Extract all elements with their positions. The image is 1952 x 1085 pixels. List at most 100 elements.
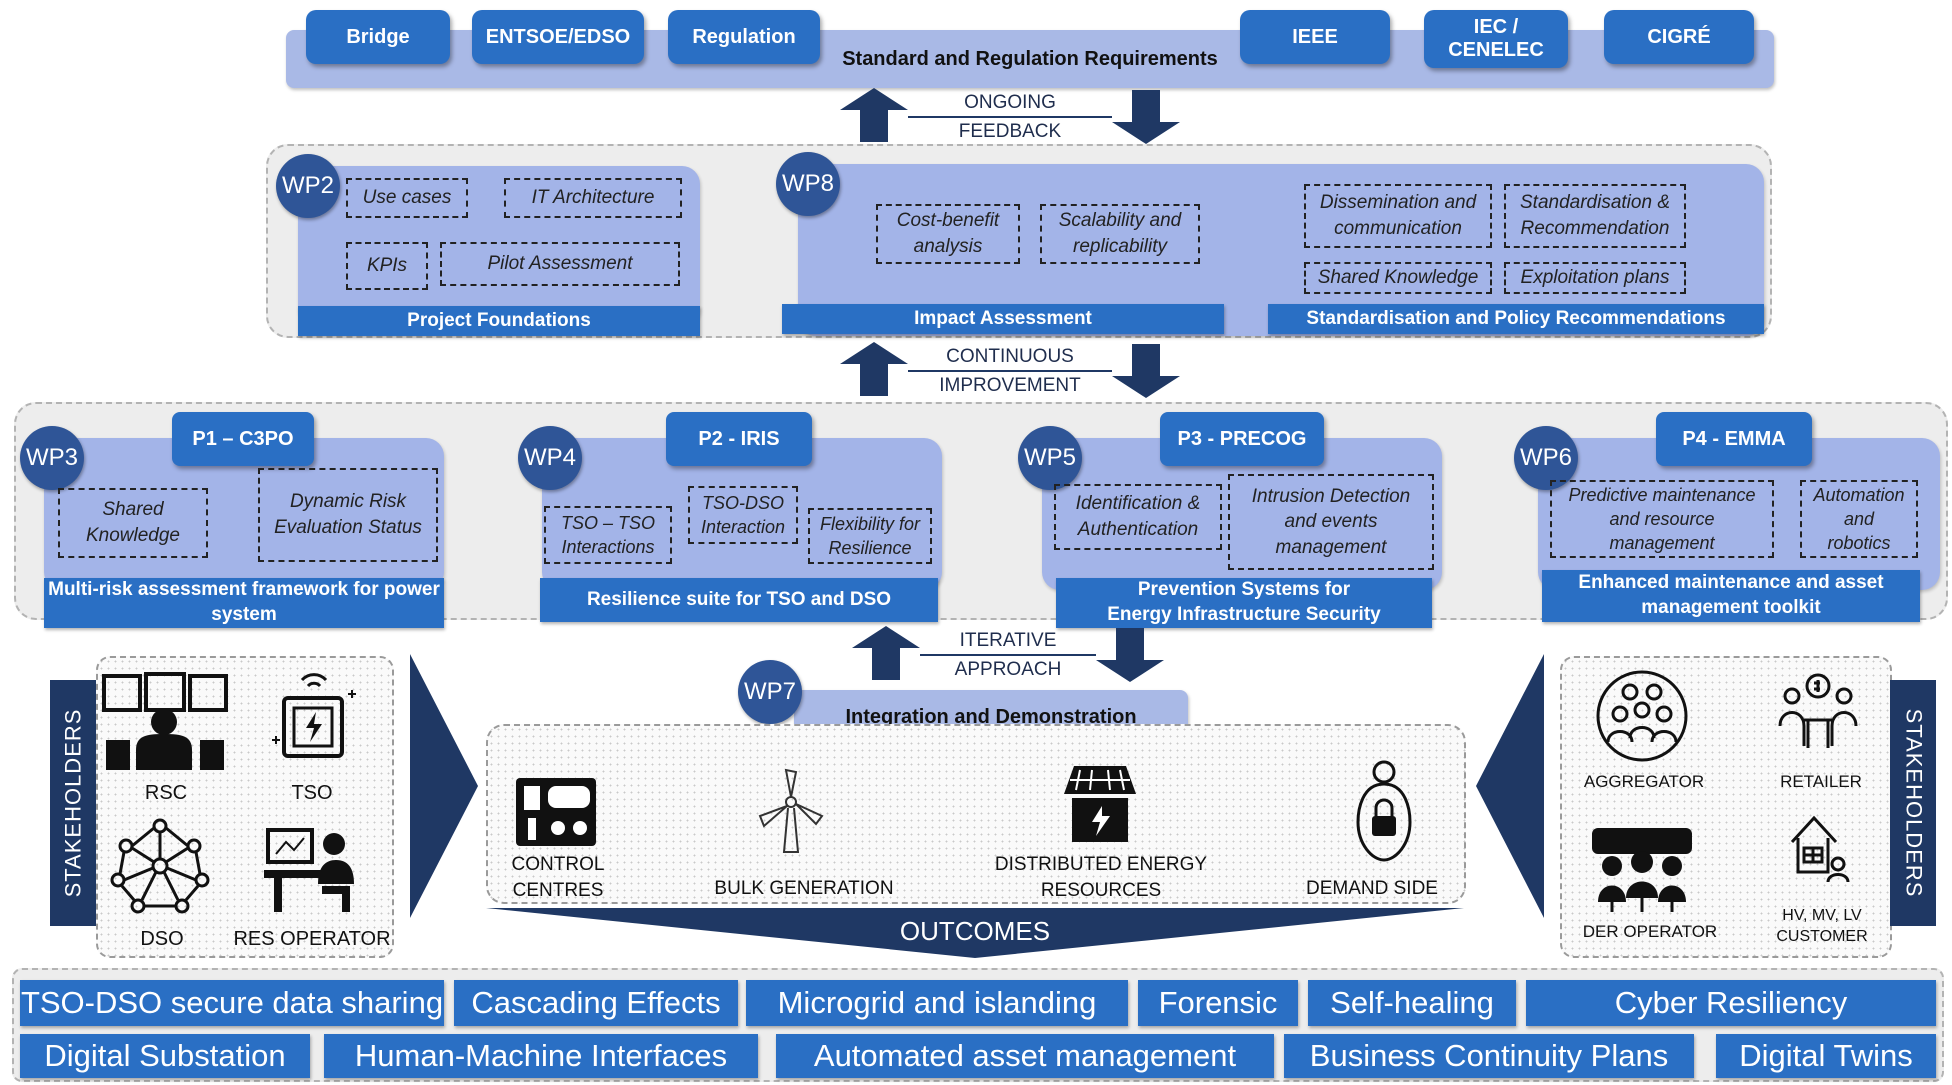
right-stakeholders-bar: STAKEHOLDERS <box>1890 680 1936 926</box>
rsc-operator-icon <box>102 672 228 770</box>
stakeholder-retailer: RETAILER <box>1780 772 1862 791</box>
cap-digital-twins: Digital Twins <box>1716 1034 1936 1078</box>
cap-cascading-effects: Cascading Effects <box>454 980 738 1026</box>
stakeholder-customer: HV, MV, LV CUSTOMER <box>1776 907 1868 945</box>
der-operator-icon <box>1592 828 1692 912</box>
outcome-control-centres: CONTROL CENTRES <box>511 854 605 901</box>
res-operator-icon <box>264 828 354 912</box>
wp8-exploitation: Exploitation plans <box>1504 262 1686 294</box>
outcome-der: DISTRIBUTED ENERGY RESOURCES <box>994 854 1208 901</box>
stakeholder-res-operator: RES OPERATOR <box>233 928 391 950</box>
wp8-scalability: Scalability and replicability <box>1040 204 1200 264</box>
cap-automated-asset: Automated asset management <box>776 1034 1274 1078</box>
down-arrow-icon <box>1112 344 1180 398</box>
wp3-badge: WP3 <box>20 426 84 490</box>
cap-business-continuity: Business Continuity Plans <box>1284 1034 1694 1078</box>
body-regulation: Regulation <box>668 10 820 64</box>
wp2-badge: WP2 <box>276 154 340 218</box>
wp2-box <box>298 166 700 326</box>
wp3-dynamic-risk: Dynamic Risk Evaluation Status <box>258 468 438 562</box>
wp5-badge: WP5 <box>1018 426 1082 490</box>
wp3-pilot-name: P1 – C3PO <box>172 412 314 466</box>
cap-hmi: Human-Machine Interfaces <box>324 1034 758 1078</box>
solar-house-icon <box>1064 766 1136 842</box>
wp7-label: Integration and Demonstration <box>845 706 1137 728</box>
wp8-badge: WP8 <box>776 152 840 216</box>
stakeholder-dso: DSO <box>140 928 184 950</box>
outcomes-panel <box>486 724 1466 904</box>
wp3-label: Multi-risk assessment framework for powe… <box>44 578 444 628</box>
outcomes-chevron <box>486 908 1464 958</box>
wp8-shared-knowledge: Shared Knowledge <box>1304 262 1492 294</box>
outcome-bulk-generation: BULK GENERATION <box>714 878 894 899</box>
wp5-identification: Identification & Authentication <box>1054 484 1222 550</box>
retailer-icon <box>1778 673 1858 748</box>
cap-microgrid: Microgrid and islanding <box>746 980 1128 1026</box>
aggregator-icon <box>1596 670 1688 762</box>
right-triangle <box>1476 654 1544 918</box>
wp4-badge: WP4 <box>518 426 582 490</box>
wp7-badge: WP7 <box>738 660 802 724</box>
wp5-pilot-name: P3 - PRECOG <box>1160 412 1324 466</box>
wp2-use-cases: Use cases <box>346 178 468 218</box>
lock-person-icon <box>1356 760 1412 862</box>
standards-title: Standard and Regulation Requirements <box>842 48 1218 70</box>
stakeholder-tso: TSO <box>291 782 333 804</box>
stakeholder-aggregator: AGGREGATOR <box>1583 772 1705 791</box>
feedback-divider <box>908 116 1112 118</box>
wind-turbine-icon <box>758 768 824 853</box>
wp8-standardisation: Standardisation & Recommendation <box>1504 184 1686 248</box>
body-ieee: IEEE <box>1240 10 1390 64</box>
wp5-label: Prevention Systems for Energy Infrastruc… <box>1056 578 1432 628</box>
cap-cyber-resiliency: Cyber Resiliency <box>1526 980 1936 1026</box>
wp2-pilot-assessment: Pilot Assessment <box>440 242 680 286</box>
iterative-label-2: APPROACH <box>954 659 1062 680</box>
improvement-arrows <box>840 342 1180 398</box>
left-stakeholders-bar: STAKEHOLDERS <box>50 680 96 926</box>
body-entsoe-edso: ENTSOE/EDSO <box>472 10 644 64</box>
right-stakeholders-panel <box>1560 656 1892 958</box>
wp8-impact-label: Impact Assessment <box>782 304 1224 334</box>
up-arrow-icon <box>852 626 920 680</box>
wp2-it-architecture: IT Architecture <box>504 178 682 218</box>
right-stakeholders-title: STAKEHOLDERS <box>1901 708 1927 898</box>
feedback-label-2: FEEDBACK <box>958 121 1062 142</box>
wp8-policy-label: Standardisation and Policy Recommendatio… <box>1268 304 1764 334</box>
wp4-tso-tso: TSO – TSO Interactions <box>544 506 672 564</box>
wp6-predictive: Predictive maintenance and resource mana… <box>1550 480 1774 558</box>
wp3-shared-knowledge: Shared Knowledge <box>58 488 208 558</box>
feedback-label-1: ONGOING <box>964 92 1056 113</box>
cap-tso-dso-data-sharing: TSO-DSO secure data sharing <box>20 980 444 1026</box>
cap-forensic: Forensic <box>1138 980 1298 1026</box>
up-arrow-icon <box>840 88 908 142</box>
wp2-label: Project Foundations <box>298 306 700 336</box>
iterative-arrows <box>852 626 1164 682</box>
wp8-cost-benefit: Cost-benefit analysis <box>876 204 1020 264</box>
improvement-label-1: CONTINUOUS <box>946 346 1074 367</box>
down-arrow-icon <box>1096 628 1164 682</box>
wp4-tso-dso: TSO-DSO Interaction <box>688 486 798 544</box>
cap-self-healing: Self-healing <box>1308 980 1516 1026</box>
outcomes-title: OUTCOMES <box>899 916 1051 946</box>
wp4-pilot-name: P2 - IRIS <box>666 412 812 466</box>
left-stakeholders-title: STAKEHOLDERS <box>60 708 86 898</box>
left-triangle <box>410 654 478 918</box>
improvement-divider <box>908 370 1112 372</box>
outcome-demand-side: DEMAND SIDE <box>1306 878 1438 899</box>
iterative-label-1: ITERATIVE <box>959 630 1057 651</box>
control-centre-icon <box>516 778 596 846</box>
wp6-pilot-name: P4 - EMMA <box>1656 412 1812 466</box>
feedback-arrows <box>840 88 1180 144</box>
wp6-automation: Automation and robotics <box>1800 480 1918 558</box>
wp4-label: Resilience suite for TSO and DSO <box>540 578 938 622</box>
wp5-intrusion-detection: Intrusion Detection and events managemen… <box>1228 474 1434 570</box>
tso-icon <box>272 673 356 758</box>
body-iec-cenelec: IEC / CENELEC <box>1424 10 1568 68</box>
iterative-divider <box>920 654 1096 656</box>
wp6-badge: WP6 <box>1514 426 1578 490</box>
dso-network-icon <box>110 818 210 914</box>
cap-digital-substation: Digital Substation <box>20 1034 310 1078</box>
wp4-flexibility: Flexibility for Resilience <box>808 508 932 564</box>
wp2-kpis: KPIs <box>346 242 428 290</box>
improvement-label-2: IMPROVEMENT <box>939 375 1081 396</box>
